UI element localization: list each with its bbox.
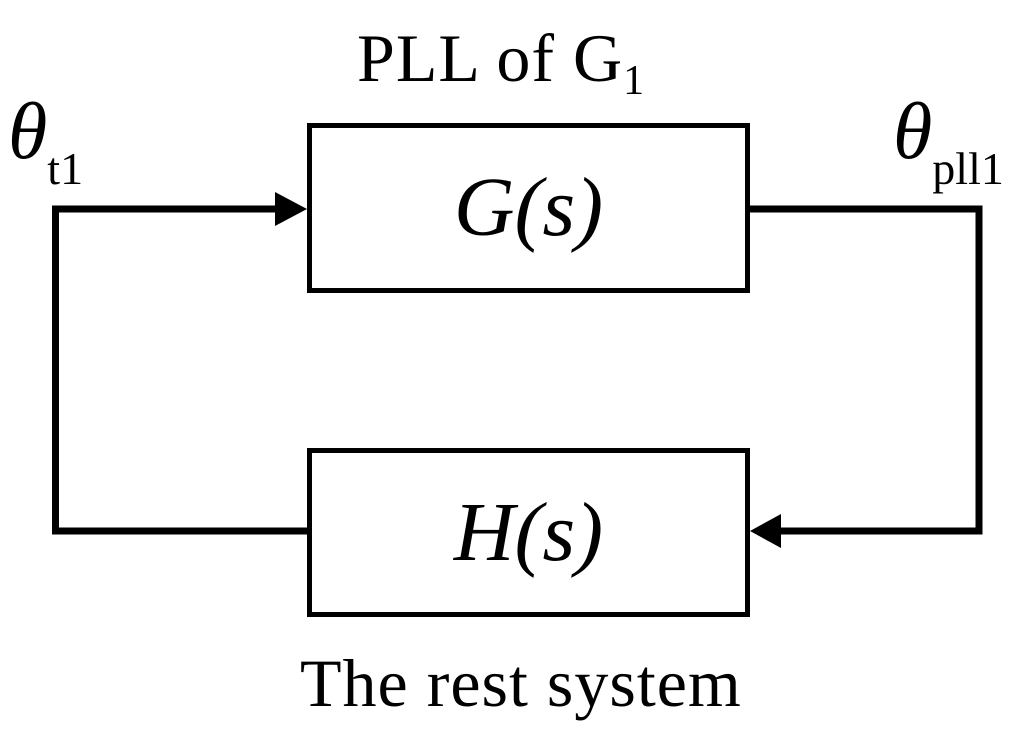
input-theta-label: θt1 [8, 92, 83, 192]
g-block-label: G(s) [453, 161, 604, 254]
arrowhead-into-g-icon [275, 192, 307, 226]
theta-symbol: θ [8, 88, 48, 176]
feedback-path-line [52, 205, 307, 535]
theta-subscript: pll1 [932, 143, 1004, 194]
theta-symbol: θ [893, 88, 933, 176]
h-transfer-block: H(s) [307, 448, 750, 617]
forward-path-line [750, 205, 983, 535]
pll-caption: PLL of G1 [357, 24, 644, 102]
theta-subscript: t1 [47, 143, 84, 194]
rest-system-caption: The rest system [300, 645, 742, 721]
arrowhead-into-h-icon [750, 514, 781, 548]
pll-caption-subscript: 1 [623, 58, 645, 104]
g-transfer-block: G(s) [307, 123, 750, 293]
output-theta-label: θpll1 [893, 92, 1004, 192]
h-block-label: H(s) [453, 485, 604, 579]
pll-caption-text: PLL of G [357, 20, 624, 96]
